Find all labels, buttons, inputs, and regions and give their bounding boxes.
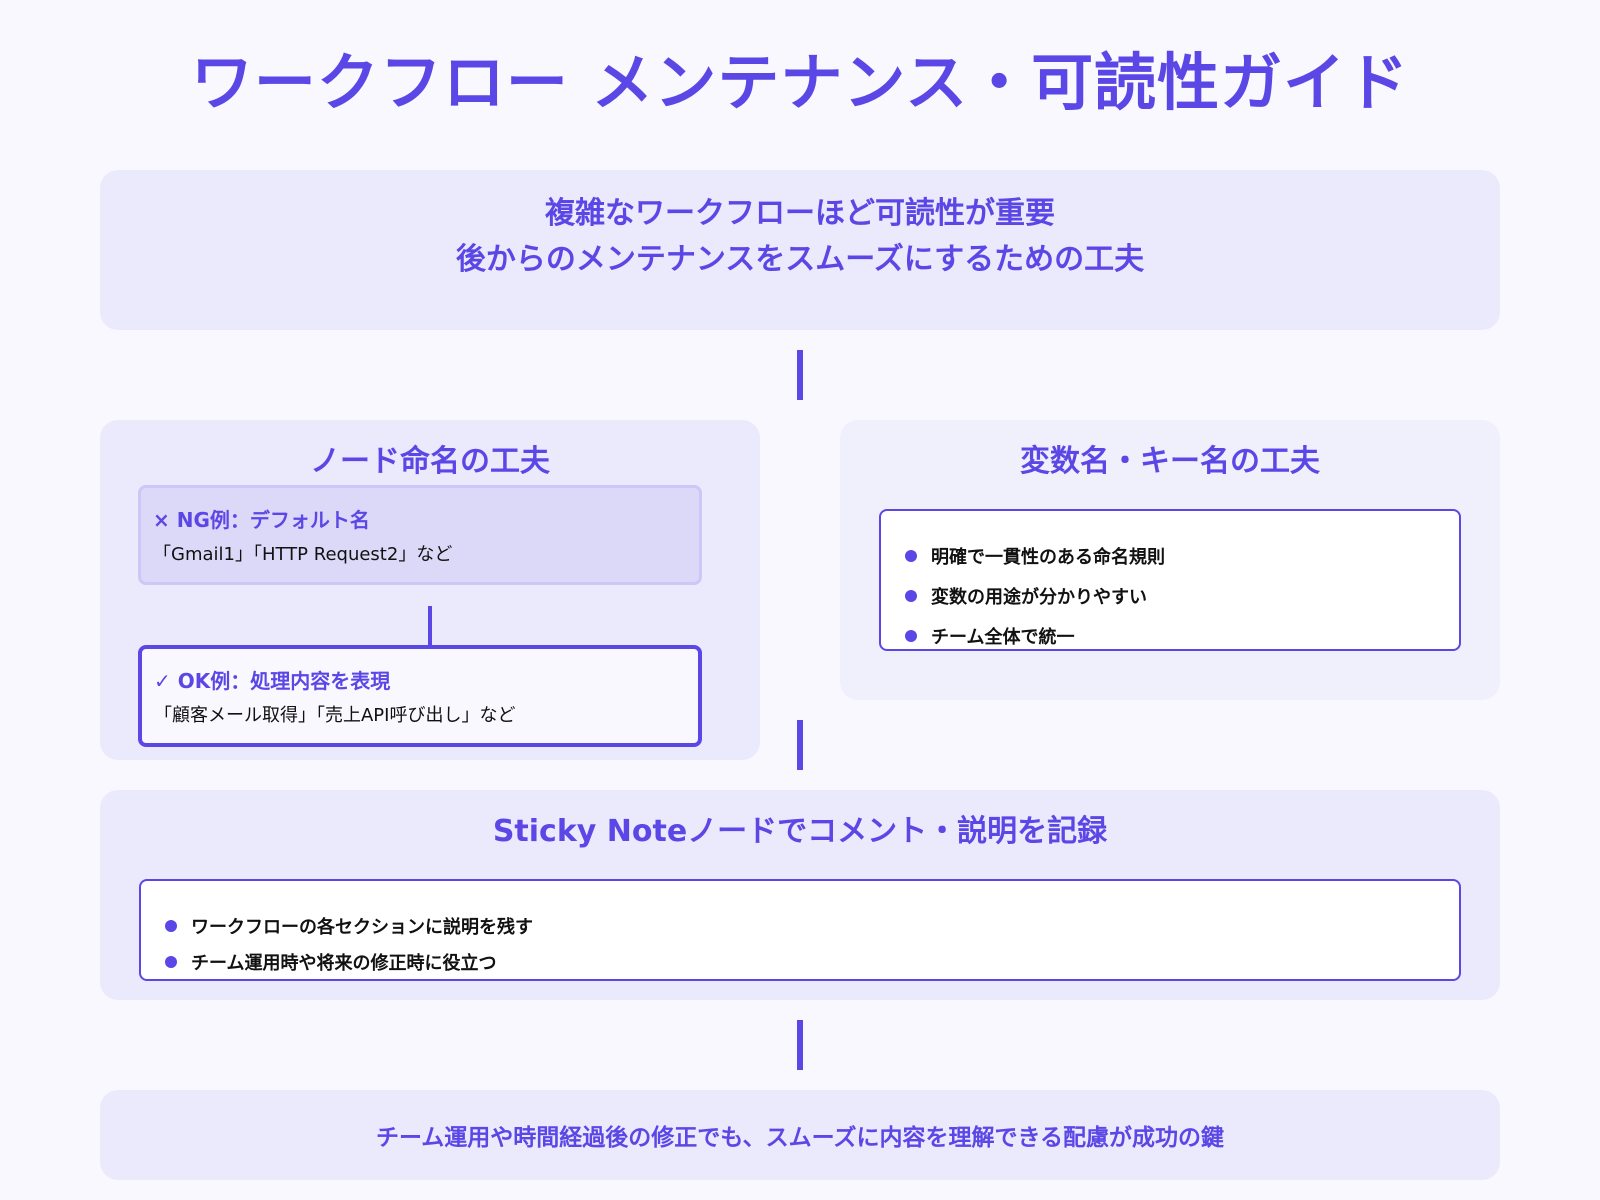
list-item: 明確で一貫性のある命名規則	[905, 543, 1165, 569]
connector-line	[797, 1020, 803, 1070]
connector-line	[797, 720, 803, 770]
list-item: チーム全体で統一	[905, 623, 1074, 649]
list-item: 変数の用途が分かりやすい	[905, 583, 1147, 609]
ok-example-box: ✓ OK例：処理内容を表現 「顧客メール取得」「売上API呼び出し」など	[138, 645, 702, 747]
bullet-icon	[905, 590, 917, 602]
conclusion-card: チーム運用や時間経過後の修正でも、スムーズに内容を理解できる配慮が成功の鍵	[100, 1090, 1500, 1180]
ng-example-body: 「Gmail1」「HTTP Request2」など	[153, 544, 453, 565]
cross-icon: ×	[153, 508, 170, 532]
conclusion-text: チーム運用や時間経過後の修正でも、スムーズに内容を理解できる配慮が成功の鍵	[375, 1125, 1224, 1151]
bullet-icon	[905, 630, 917, 642]
check-icon: ✓	[154, 669, 171, 693]
intro-card: 複雑なワークフローほど可読性が重要 後からのメンテナンスをスムーズにするための工…	[100, 170, 1500, 330]
bullet-icon	[905, 550, 917, 562]
ng-example-heading: × NG例：デフォルト名	[153, 508, 370, 532]
bullet-icon	[165, 920, 177, 932]
list-item: チーム運用時や将来の修正時に役立つ	[165, 949, 496, 975]
ng-example-box: × NG例：デフォルト名 「Gmail1」「HTTP Request2」など	[138, 485, 702, 585]
sticky-note-list: ワークフローの各セクションに説明を残す チーム運用時や将来の修正時に役立つ	[139, 879, 1461, 981]
bullet-icon	[165, 956, 177, 968]
ok-example-body: 「顧客メール取得」「売上API呼び出し」など	[154, 705, 516, 726]
intro-line-2: 後からのメンテナンスをスムーズにするための工夫	[455, 242, 1145, 277]
node-naming-title: ノード命名の工夫	[310, 444, 550, 479]
variable-naming-list: 明確で一貫性のある命名規則 変数の用途が分かりやすい チーム全体で統一	[879, 509, 1461, 651]
variable-naming-title: 変数名・キー名の工夫	[1020, 444, 1320, 479]
intro-line-1: 複雑なワークフローほど可読性が重要	[545, 196, 1055, 231]
connector-line	[797, 350, 803, 400]
list-item: ワークフローの各セクションに説明を残す	[165, 913, 533, 939]
ok-example-heading: ✓ OK例：処理内容を表現	[154, 669, 391, 693]
sticky-note-title: Sticky Noteノードでコメント・説明を記録	[492, 814, 1108, 849]
connector-line	[428, 606, 432, 646]
page-title: ワークフロー メンテナンス・可読性ガイド	[190, 46, 1410, 119]
